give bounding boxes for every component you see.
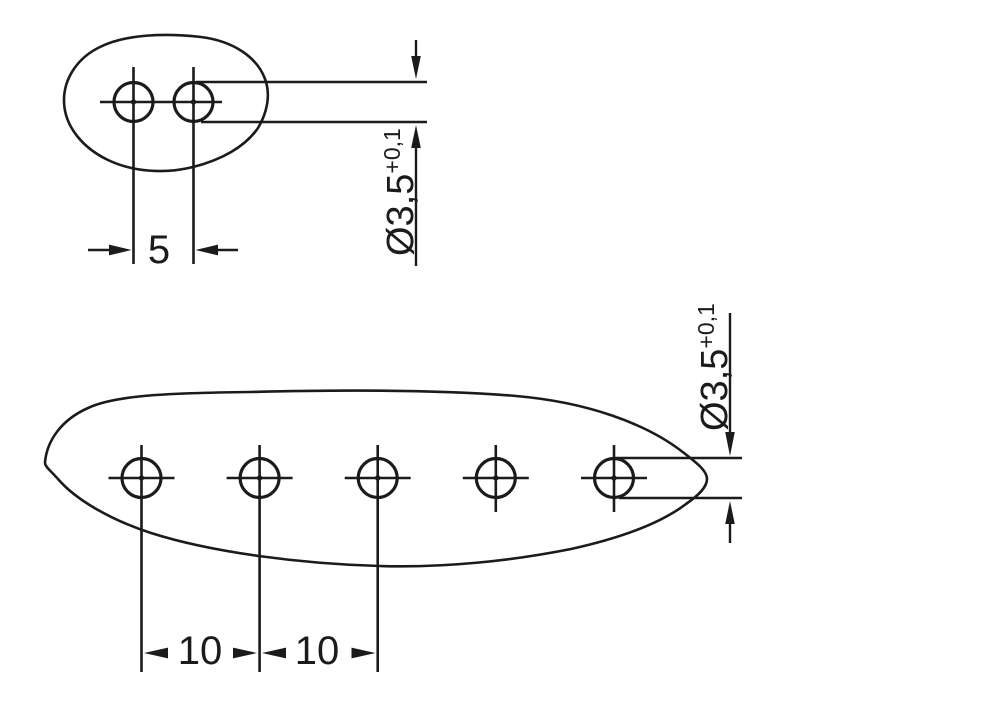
- arrow-down-icon: [725, 432, 735, 456]
- diameter-dimension: Ø3,5+0,1: [693, 303, 736, 543]
- pitch-dimension-10-first: 10: [144, 629, 257, 673]
- diameter-tolerance: +0,1: [379, 128, 405, 173]
- arrow-right-icon: [109, 244, 132, 256]
- top-outline-blob: [62, 33, 270, 173]
- top-view-two-hole: 5 Ø3,5+0,1: [62, 33, 427, 272]
- diameter-tolerance: +0,1: [693, 303, 719, 348]
- pitch-dimension-label: 5: [148, 228, 170, 272]
- arrow-right-icon: [233, 647, 257, 659]
- arrow-left-icon: [144, 647, 168, 659]
- pitch-dimension-10-second: 10: [262, 629, 376, 673]
- diameter-dimension-label: Ø3,5+0,1: [379, 128, 422, 256]
- arrow-left-icon: [195, 244, 218, 256]
- bottom-view-five-hole: 10 10 Ø3,5+0,1: [43, 303, 742, 673]
- pitch-dimension-label: 10: [295, 629, 340, 673]
- pitch-dimension-5: 5: [88, 228, 238, 272]
- arrow-left-icon: [262, 647, 286, 659]
- diameter-value: Ø3,5: [694, 349, 736, 431]
- diameter-dimension-label: Ø3,5+0,1: [693, 303, 736, 431]
- arrow-right-icon: [351, 647, 376, 659]
- bottom-outline-blob: [43, 389, 709, 568]
- diameter-dimension: Ø3,5+0,1: [379, 40, 422, 266]
- arrow-down-icon: [411, 56, 421, 79]
- pitch-dimension-label: 10: [178, 629, 223, 673]
- arrow-up-icon: [411, 125, 421, 148]
- arrow-up-icon: [725, 501, 735, 524]
- diameter-value: Ø3,5: [380, 174, 422, 256]
